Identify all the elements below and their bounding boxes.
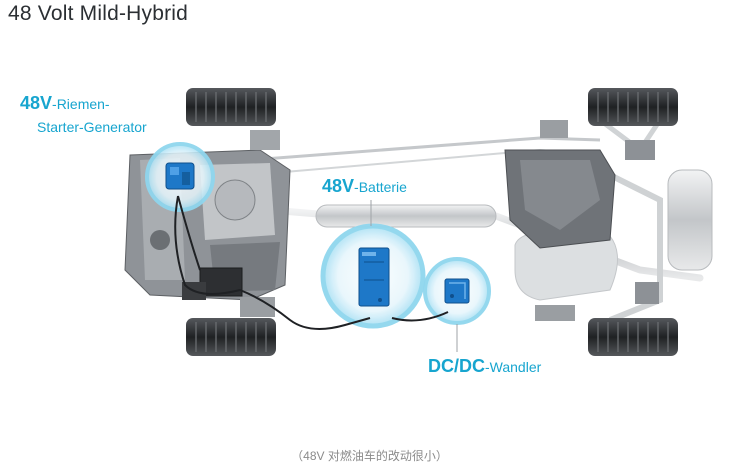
mild-hybrid-diagram [124,88,713,356]
rsg-label: 48V-Riemen- [20,93,110,114]
dcdc-converter-component [444,278,470,304]
battery-label-text: -Batterie [354,179,407,195]
rsg-label-line2: Starter-Generator [37,119,147,135]
chassis [249,118,713,323]
tire-front-top [186,88,276,126]
rear-muffler [667,169,713,271]
rsg-label-voltage: 48V [20,93,53,113]
hv-cables [174,195,449,330]
muffler [315,204,497,228]
figure-caption: （48V 对燃油车的改动很小） [291,449,448,463]
dcdc-label-name: DC/DC [428,356,485,376]
dcdc-label-text: -Wandler [485,359,542,375]
rsg-component [165,162,195,190]
tire-rear-top [588,88,678,126]
battery-label: 48V-Batterie [322,176,407,197]
tire-front-bottom [186,318,276,356]
battery-component [358,247,390,307]
rsg-label-line1: -Riemen- [52,96,110,112]
battery-label-voltage: 48V [322,176,355,196]
page-title: 48 Volt Mild-Hybrid [8,2,189,25]
tire-rear-bottom [588,318,678,356]
dcdc-label: DC/DC-Wandler [428,356,541,377]
